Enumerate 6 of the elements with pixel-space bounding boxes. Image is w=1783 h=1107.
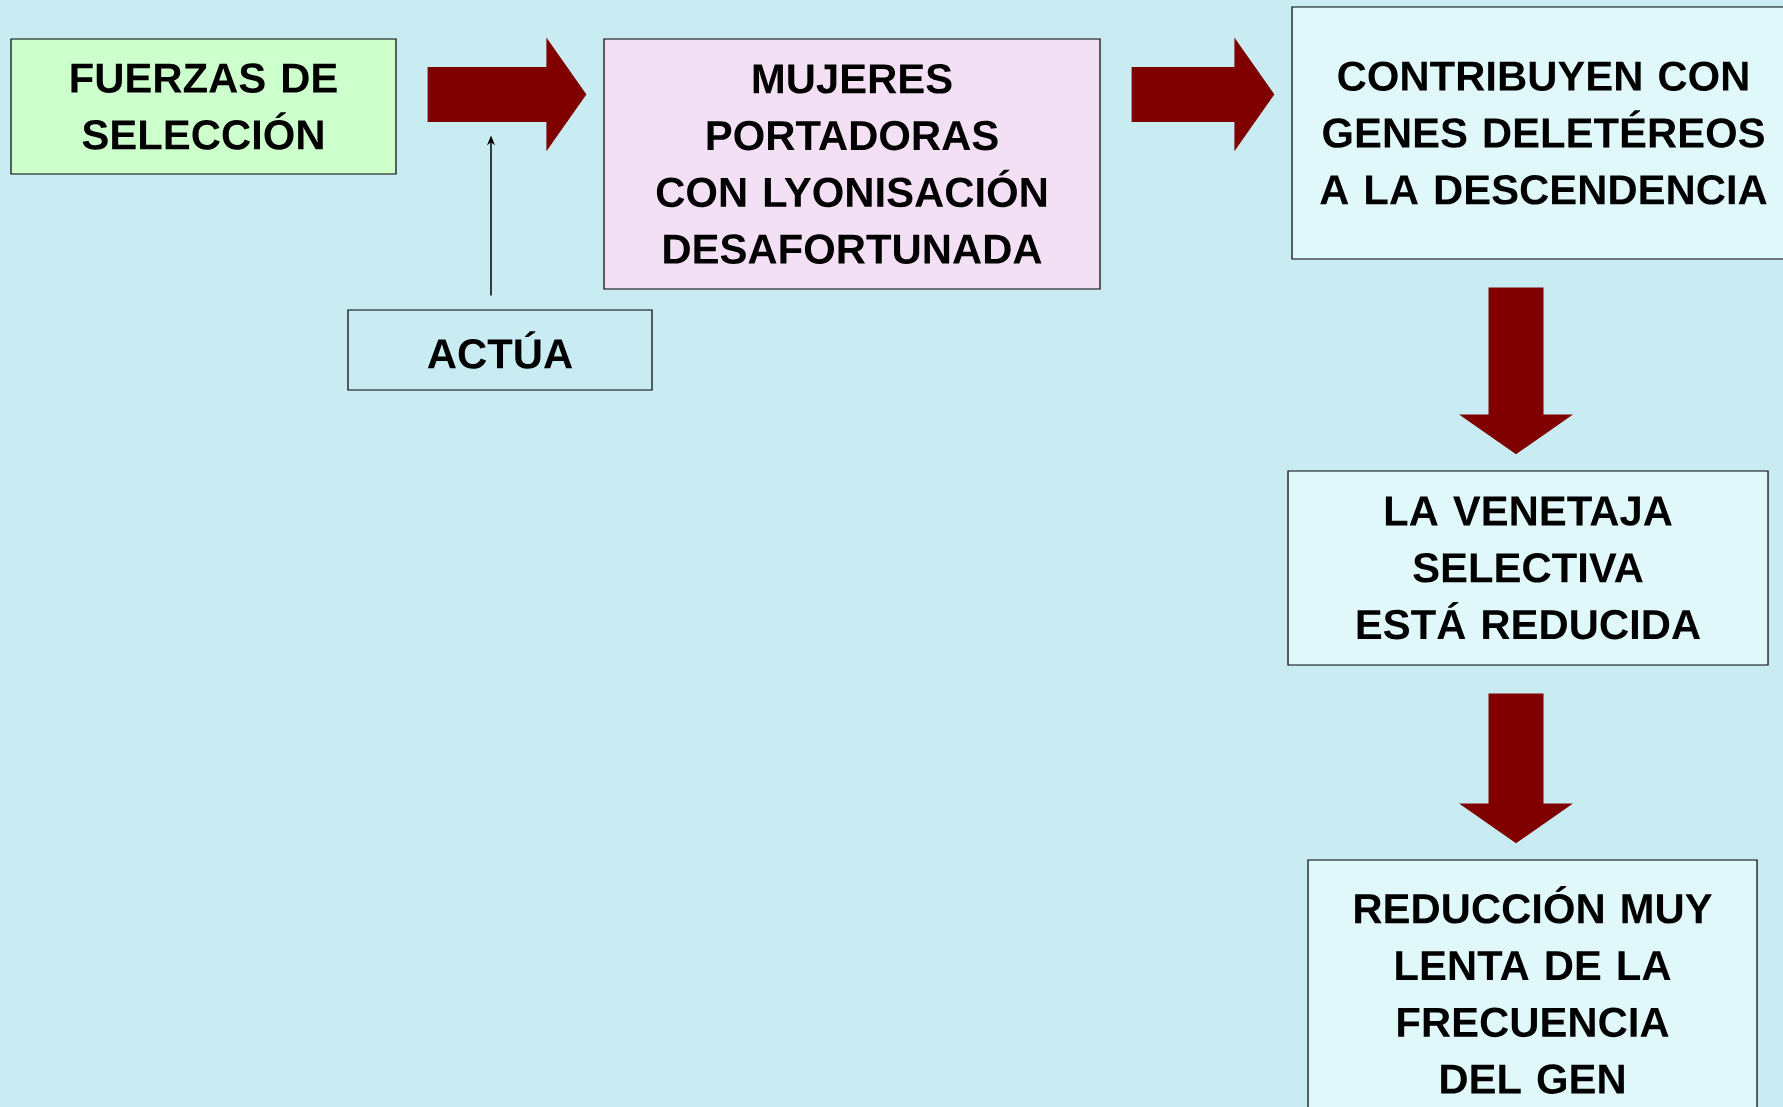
text-box: FUERZAS DE SELECCIÓN xyxy=(10,38,397,175)
text-box: ACTÚA xyxy=(347,309,653,391)
text-box: CONTRIBUYEN CON GENES DELETÉREOS A LA DESCENDENCIA xyxy=(1291,6,1783,260)
text-box: REDUCCIÓN MUY LENTA DE LA FRECUENCIA DEL GEN xyxy=(1307,859,1758,1107)
text-box: MUJERES PORTADORAS CON LYONISACIÓN DESAFORTUNADA xyxy=(603,38,1101,290)
text-box: LA VENETAJA SELECTIVA ESTÁ REDUCIDA xyxy=(1287,470,1769,666)
